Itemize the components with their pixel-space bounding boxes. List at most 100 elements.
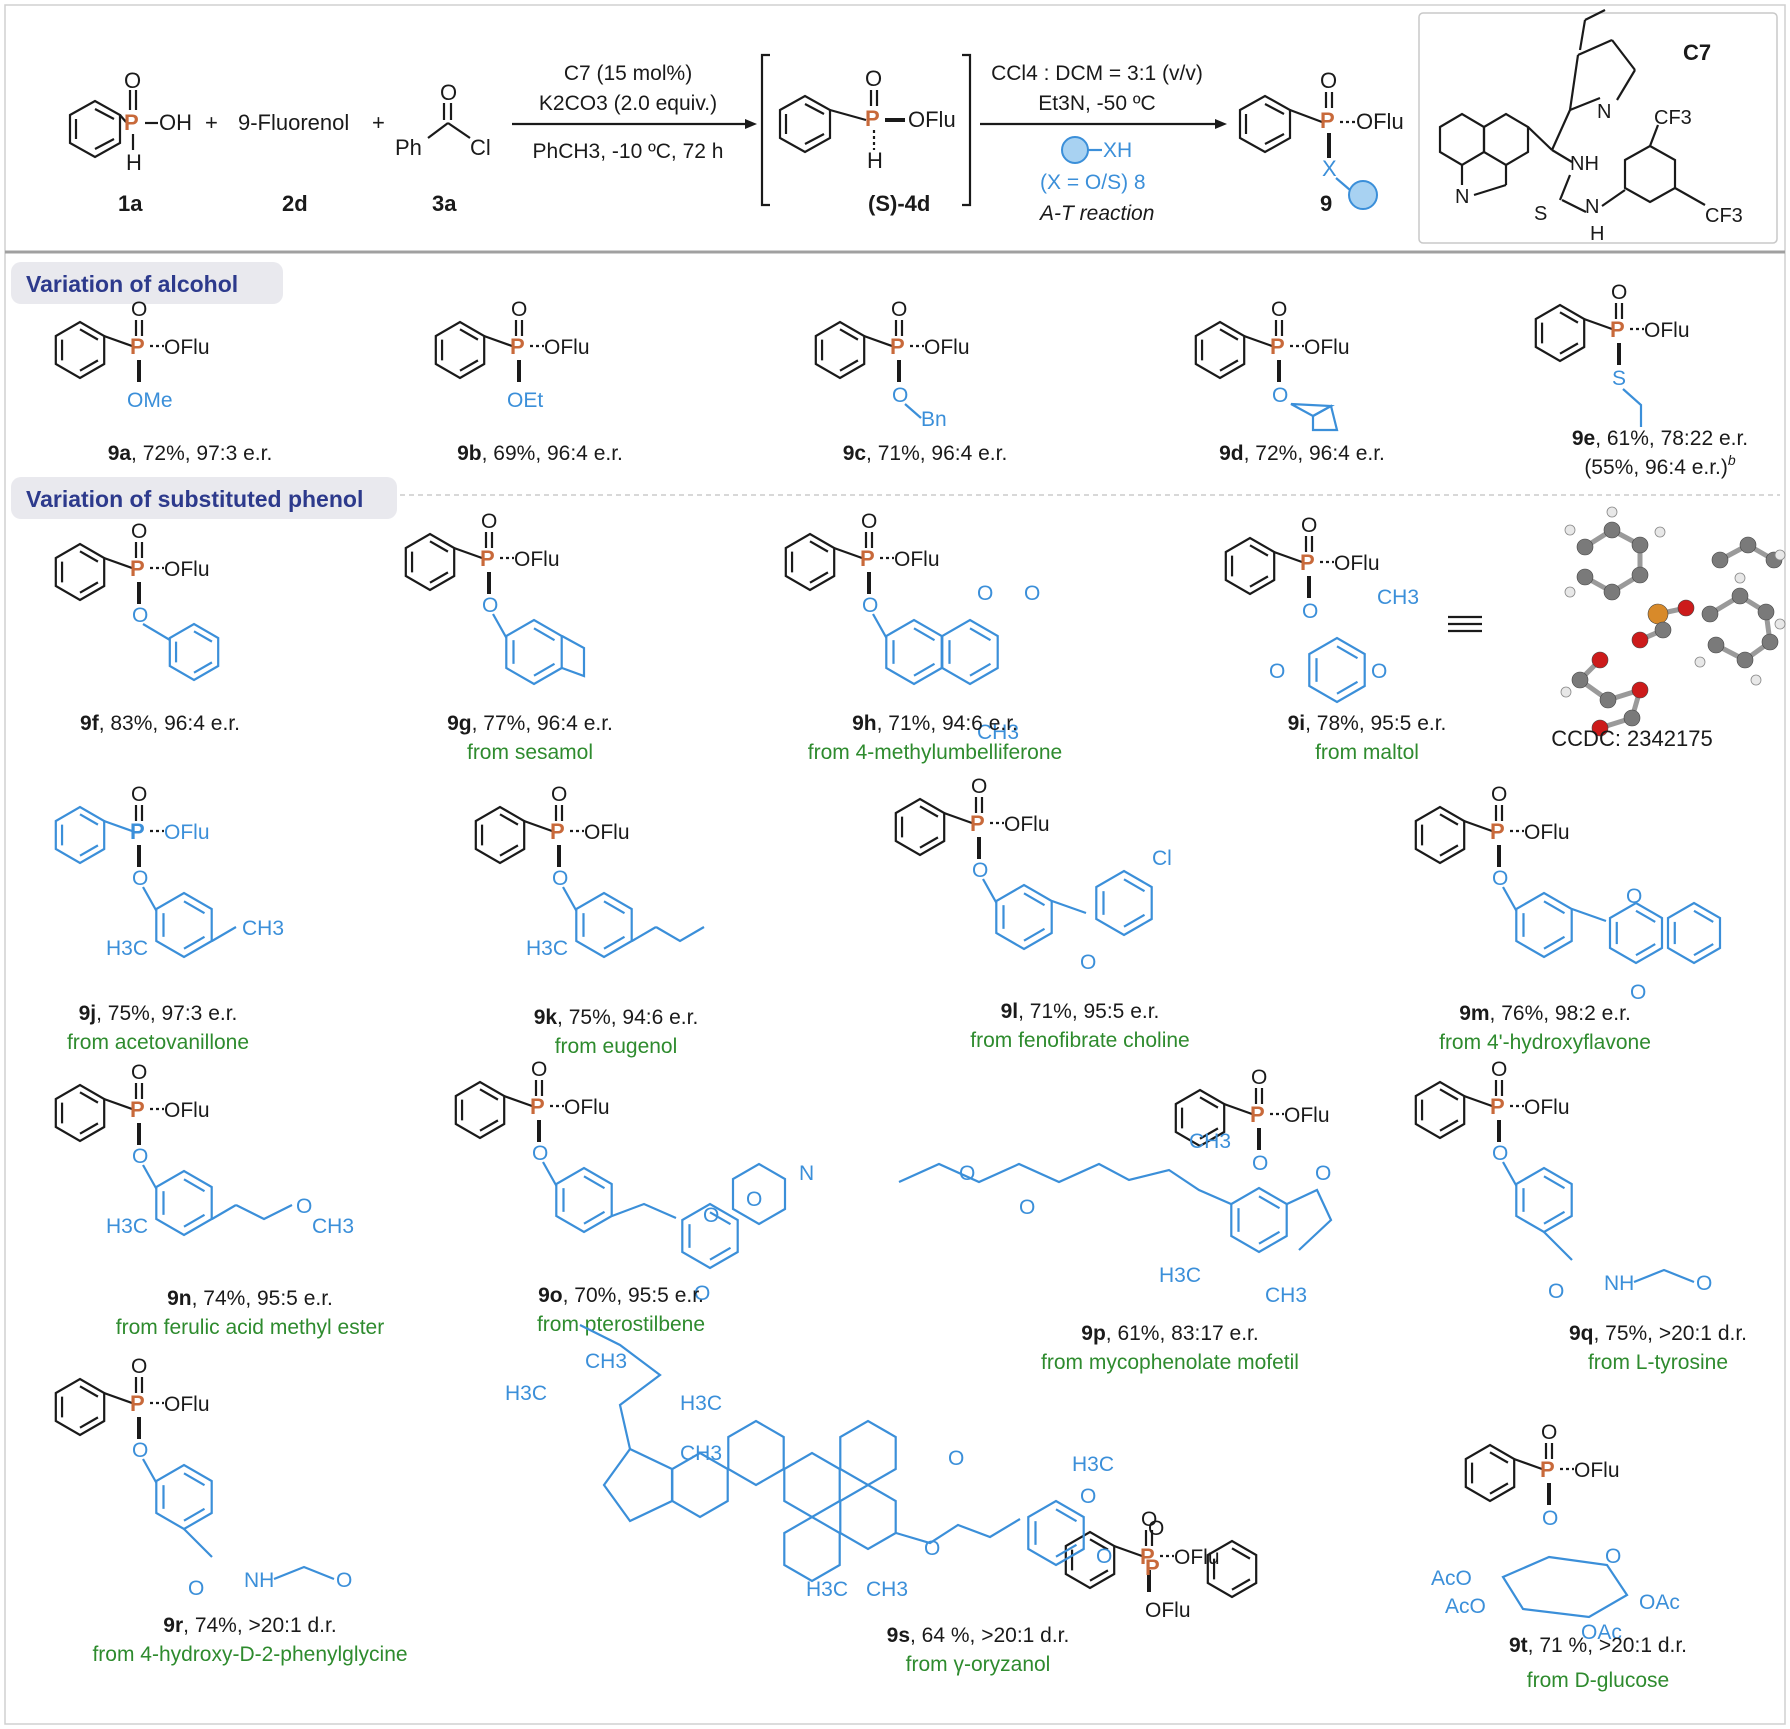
svg-text:O: O	[532, 1142, 548, 1165]
svg-text:H3C: H3C	[106, 937, 148, 960]
svg-text:9c, 71%, 96:4 e.r.: 9c, 71%, 96:4 e.r.	[843, 442, 1008, 465]
svg-text:O: O	[132, 1439, 148, 1462]
svg-text:O: O	[1491, 1058, 1507, 1081]
ccdc-number: CCDC: 2342175	[1551, 726, 1712, 751]
svg-text:9f, 83%, 96:4 e.r.: 9f, 83%, 96:4 e.r.	[80, 712, 240, 735]
svg-text:O: O	[131, 783, 147, 806]
svg-text:O: O	[948, 1447, 964, 1470]
svg-text:H3C: H3C	[1159, 1264, 1201, 1287]
svg-text:O: O	[1605, 1545, 1621, 1568]
svg-text:O: O	[1542, 1507, 1558, 1530]
svg-text:OH: OH	[159, 110, 192, 135]
reactant-3a: Ph O Cl 3a	[395, 80, 491, 216]
outer-frame	[4, 4, 1786, 1725]
svg-text:NH: NH	[1570, 153, 1599, 175]
svg-text:O: O	[1320, 68, 1337, 93]
svg-text:OFlu: OFlu	[1145, 1599, 1191, 1622]
svg-text:O: O	[511, 298, 527, 321]
svg-text:O: O	[703, 1204, 719, 1227]
svg-text:O: O	[1096, 1545, 1112, 1568]
svg-text:P: P	[890, 334, 905, 359]
source-9t: from D-glucose	[1527, 1669, 1669, 1692]
svg-text:A-T reaction: A-T reaction	[1038, 202, 1154, 225]
svg-text:N: N	[799, 1162, 814, 1185]
svg-text:O: O	[1269, 660, 1285, 683]
svg-text:P: P	[1270, 334, 1285, 359]
svg-text:9e, 61%, 78:22 e.r.: 9e, 61%, 78:22 e.r.	[1572, 427, 1748, 450]
svg-text:9t, 71 %, >20:1 d.r.: 9t, 71 %, >20:1 d.r.	[1509, 1634, 1687, 1657]
svg-text:O: O	[551, 783, 567, 806]
svg-text:O: O	[1315, 1162, 1331, 1185]
svg-text:O: O	[1626, 885, 1642, 908]
svg-text:OFlu: OFlu	[1644, 319, 1690, 342]
step-2-conditions: CCl4 : DCM = 3:1 (v/v) Et3N, -50 ºC XH (…	[980, 62, 1227, 225]
svg-text:AcO: AcO	[1431, 1567, 1472, 1590]
svg-text:O: O	[131, 520, 147, 543]
svg-text:O: O	[959, 1162, 975, 1185]
svg-text:NH: NH	[1604, 1272, 1634, 1295]
svg-text:P: P	[1140, 1544, 1155, 1569]
svg-text:CH3: CH3	[585, 1350, 627, 1373]
svg-text:P: P	[1320, 108, 1335, 133]
svg-text:OFlu: OFlu	[584, 821, 630, 844]
svg-text:P: P	[130, 819, 145, 844]
svg-text:(X = O/S) 8: (X = O/S) 8	[1040, 171, 1146, 194]
product-9: P O OFlu X 9	[1238, 68, 1404, 216]
section-header-alcohol: Variation of alcohol	[11, 262, 283, 304]
source-9g: from sesamol	[467, 741, 593, 764]
svg-text:OFlu: OFlu	[908, 107, 956, 132]
reactant-1a: P O OH H 1a	[68, 68, 192, 216]
svg-text:CH3: CH3	[242, 917, 284, 940]
svg-text:O: O	[1301, 514, 1317, 537]
svg-text:O: O	[892, 384, 908, 407]
label-2d: 2d	[282, 191, 308, 216]
plus-1: +	[205, 110, 218, 135]
svg-text:O: O	[188, 1577, 204, 1600]
svg-text:O: O	[865, 66, 882, 91]
svg-text:H3C: H3C	[680, 1392, 722, 1415]
svg-text:OAc: OAc	[1581, 1621, 1622, 1644]
source-9o: from pterostilbene	[537, 1313, 705, 1336]
svg-text:O: O	[862, 594, 878, 617]
svg-text:OFlu: OFlu	[1334, 552, 1380, 575]
svg-text:P: P	[480, 546, 495, 571]
svg-text:O: O	[1371, 660, 1387, 683]
svg-text:H3C: H3C	[526, 937, 568, 960]
svg-text:O: O	[977, 582, 993, 605]
svg-text:Ph: Ph	[395, 135, 422, 160]
svg-text:Cl: Cl	[1152, 847, 1172, 870]
svg-text:P: P	[130, 1391, 145, 1416]
svg-text:Variation of substituted pheno: Variation of substituted phenol	[26, 486, 363, 512]
svg-text:O: O	[1491, 783, 1507, 806]
svg-text:P: P	[130, 334, 145, 359]
svg-text:CCl4 : DCM = 3:1 (v/v): CCl4 : DCM = 3:1 (v/v)	[991, 62, 1203, 85]
svg-text:O: O	[1080, 951, 1096, 974]
svg-text:O: O	[531, 1058, 547, 1081]
svg-text:O: O	[131, 1355, 147, 1378]
svg-text:H3C: H3C	[1072, 1453, 1114, 1476]
svg-text:X: X	[1322, 156, 1337, 181]
svg-text:OFlu: OFlu	[1524, 1096, 1570, 1119]
svg-text:OFlu: OFlu	[544, 336, 590, 359]
svg-text:O: O	[1272, 384, 1288, 407]
svg-text:P: P	[860, 546, 875, 571]
step-1-conditions: C7 (15 mol%) K2CO3 (2.0 equiv.) PhCH3, -…	[512, 62, 757, 163]
svg-text:O: O	[1548, 1280, 1564, 1303]
svg-text:9i, 78%, 95:5 e.r.: 9i, 78%, 95:5 e.r.	[1288, 712, 1447, 735]
svg-text:OFlu: OFlu	[514, 548, 560, 571]
svg-text:OFlu: OFlu	[1284, 1104, 1330, 1127]
svg-text:OFlu: OFlu	[1174, 1546, 1220, 1569]
label-3a: 3a	[432, 191, 457, 216]
svg-text:N: N	[1597, 101, 1611, 123]
